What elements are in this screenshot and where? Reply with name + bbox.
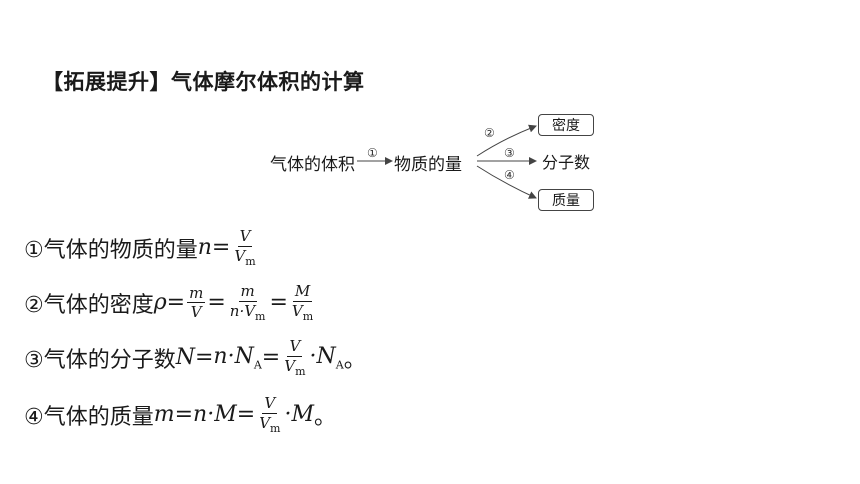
formula3-den-sub: m bbox=[295, 364, 306, 378]
formula2-den2-sub: m bbox=[255, 309, 266, 323]
arrow-to-mass bbox=[476, 165, 537, 199]
formula4-eq2: = bbox=[236, 402, 256, 428]
formula2-num1: m bbox=[187, 283, 206, 304]
formula2-eq2: = bbox=[207, 290, 226, 316]
formula2-den1: V bbox=[190, 303, 202, 322]
arrow2-label: ② bbox=[484, 126, 495, 140]
formula3-lhs: N bbox=[175, 345, 195, 371]
formula2-eq1: = bbox=[166, 290, 186, 316]
formula3-tail-sub: A bbox=[335, 358, 344, 372]
formula3-eq1: = bbox=[194, 345, 214, 371]
formula-mass: ④气体的质量 m = n·M = V Vm ·M 。 bbox=[24, 395, 336, 435]
formula3-tail: ·N bbox=[309, 344, 336, 370]
formula4-eq1: = bbox=[174, 402, 194, 428]
formula4-lhs: m bbox=[153, 402, 175, 428]
formula2-den3-sub: m bbox=[302, 309, 314, 323]
formula2-fraction1: m V bbox=[187, 283, 206, 322]
formula3-eq2: = bbox=[261, 345, 281, 371]
volume-node: 气体的体积 bbox=[270, 155, 355, 175]
formula3-label: ③气体的分子数 bbox=[24, 347, 176, 373]
formula2-label: ②气体的密度 bbox=[24, 292, 154, 318]
formula3-den: V bbox=[284, 356, 296, 375]
formula2-num2: m bbox=[238, 282, 257, 302]
arrow3-label: ③ bbox=[504, 146, 515, 160]
formula2-den3: V bbox=[291, 301, 303, 320]
mass-box: 质量 bbox=[538, 189, 594, 211]
formula1-fraction: V Vm bbox=[232, 228, 257, 268]
arrow1-label: ① bbox=[367, 146, 378, 160]
formula2-fraction2: m n·Vm bbox=[228, 283, 268, 323]
formula3-num: V bbox=[287, 337, 303, 357]
formula2-den2: n·V bbox=[229, 301, 256, 320]
formula2-fraction3: M Vm bbox=[290, 283, 315, 323]
formula1-den: V bbox=[234, 246, 246, 265]
formula4-end: 。 bbox=[314, 404, 337, 430]
formula4-den: V bbox=[259, 413, 271, 432]
formula4-num: V bbox=[262, 394, 278, 414]
formula3-end: 。 bbox=[343, 347, 366, 373]
section-title: 【拓展提升】气体摩尔体积的计算 bbox=[42, 70, 365, 94]
formula3-mid: n·N bbox=[213, 344, 254, 370]
formula2-lhs: ρ bbox=[153, 290, 167, 316]
formula-density: ②气体的密度 ρ = m V = m n·Vm = M Vm bbox=[24, 283, 317, 323]
formula4-tail: ·M bbox=[284, 402, 314, 428]
formula1-num: V bbox=[237, 227, 253, 247]
formula1-den-sub: m bbox=[245, 254, 256, 268]
arrow-to-density bbox=[476, 124, 537, 157]
formula1-eq: = bbox=[211, 235, 231, 261]
formula4-mid: n·M bbox=[193, 402, 237, 428]
formula4-fraction: V Vm bbox=[257, 395, 282, 435]
density-box: 密度 bbox=[538, 114, 594, 136]
formula3-fraction: V Vm bbox=[282, 338, 307, 378]
formula2-num3: M bbox=[292, 282, 313, 302]
arrow4-label: ④ bbox=[504, 168, 515, 182]
formula4-label: ④气体的质量 bbox=[24, 404, 154, 430]
formula-molecules: ③气体的分子数 N = n·NA = V Vm ·NA 。 bbox=[24, 338, 366, 378]
formula1-lhs: n bbox=[197, 235, 212, 261]
formula-amount: ①气体的物质的量 n = V Vm bbox=[24, 228, 260, 268]
formula3-mid-sub: A bbox=[253, 358, 262, 372]
formula1-label: ①气体的物质的量 bbox=[24, 237, 198, 263]
formula2-eq3: = bbox=[269, 290, 288, 316]
formula4-den-sub: m bbox=[270, 421, 281, 435]
amount-node: 物质的量 bbox=[394, 155, 462, 175]
molecules-box: 分子数 bbox=[538, 150, 594, 172]
